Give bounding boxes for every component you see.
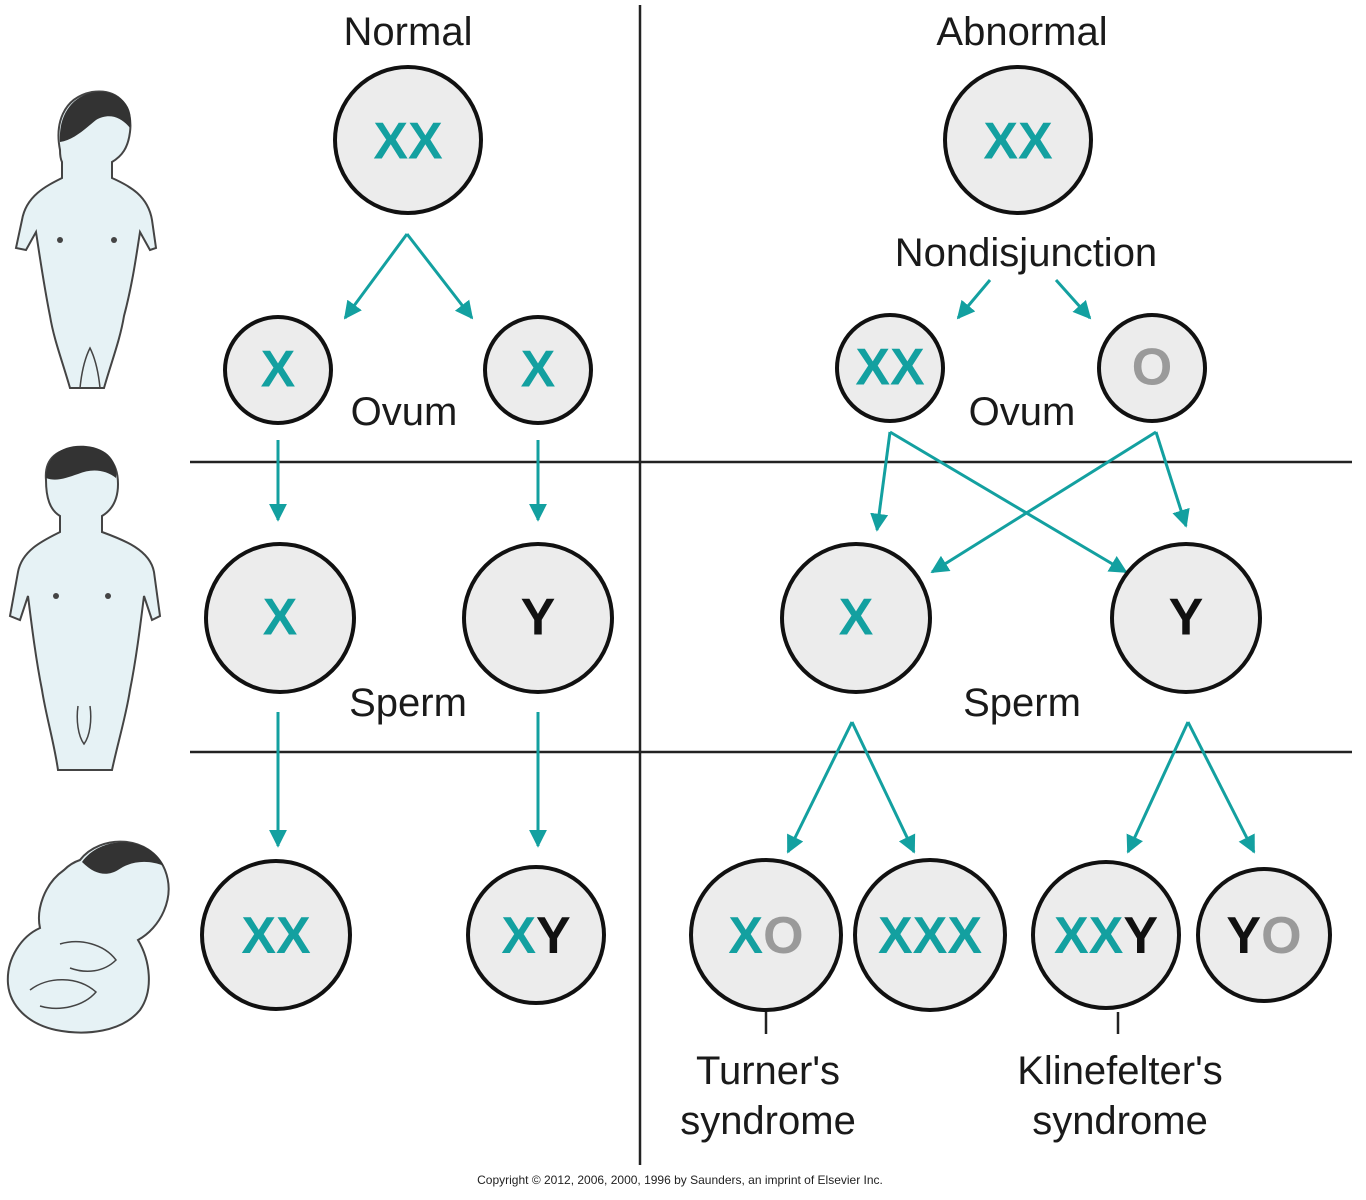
turner-label-line2: syndrome <box>680 1099 856 1143</box>
normal-ovum-2-genotype: X <box>521 341 556 399</box>
abnormal-child-xxy-cell <box>1031 860 1181 1010</box>
abnormal-arrows <box>786 278 1256 854</box>
female-figure-icon <box>14 90 158 389</box>
normal-sperm-x-cell <box>204 542 356 694</box>
normal-child-xy-cell <box>466 865 606 1005</box>
normal-arrows <box>269 233 547 848</box>
normal-child-xx-genotype: XX <box>241 907 311 965</box>
nondisjunction-label: Nondisjunction <box>895 231 1157 275</box>
normal-child-xy-part: Y <box>536 907 571 965</box>
abnormal-sperm-y-cell <box>1110 542 1262 694</box>
abnormal-child-xo-cell <box>689 858 843 1012</box>
normal-mother-cell <box>333 65 483 215</box>
normal-mother-part: XX <box>373 113 443 171</box>
normal-ovum-1-genotype: X <box>261 341 296 399</box>
normal-ovum-2-part: X <box>521 341 556 399</box>
abnormal-child-xxy-part: XX <box>1054 907 1124 965</box>
normal-child-xx-part: XX <box>241 907 311 965</box>
abnormal-mother-cell <box>943 65 1093 215</box>
abnormal-ovum-o-genotype: O <box>1132 339 1172 397</box>
sperm-label-left: Sperm <box>349 681 467 725</box>
abnormal-sperm-x-genotype: X <box>839 589 874 647</box>
normal-sperm-y-part: Y <box>521 589 556 647</box>
abnormal-child-xo-genotype: XO <box>728 907 803 965</box>
abnormal-ovum-xx-part: XX <box>855 339 925 397</box>
abnormal-sperm-y-part: Y <box>1169 589 1204 647</box>
abnormal-ovum-o-part: O <box>1132 339 1172 397</box>
normal-child-xy-genotype: XY <box>501 907 570 965</box>
abnormal-sperm-x-part: X <box>839 589 874 647</box>
abnormal-mother-part: XX <box>983 113 1053 171</box>
normal-ovum-1-part: X <box>261 341 296 399</box>
abnormal-child-xo-part: X <box>728 907 763 965</box>
male-figure-icon <box>8 445 162 771</box>
sperm-label-right: Sperm <box>963 681 1081 725</box>
normal-child-xx-cell <box>200 859 352 1011</box>
abnormal-child-yo-part: O <box>1261 907 1301 965</box>
abnormal-mother-genotype: XX <box>983 113 1053 171</box>
abnormal-ovum-xx-genotype: XX <box>855 339 925 397</box>
abnormal-child-xxy-genotype: XXY <box>1054 907 1158 965</box>
normal-mother-genotype: XX <box>373 113 443 171</box>
abnormal-child-yo-cell <box>1196 867 1332 1003</box>
normal-sperm-x-genotype: X <box>263 589 298 647</box>
normal-sperm-y-cell <box>462 542 614 694</box>
ovum-label-right: Ovum <box>969 390 1076 434</box>
abnormal-child-yo-genotype: YO <box>1226 907 1301 965</box>
abnormal-ovum-xx-cell <box>835 313 945 423</box>
abnormal-child-xo-part: O <box>763 907 803 965</box>
copyright-notice: Copyright © 2012, 2006, 2000, 1996 by Sa… <box>477 1173 883 1187</box>
klinefelter-label-line1: Klinefelter's <box>1017 1049 1223 1093</box>
normal-sperm-x-part: X <box>263 589 298 647</box>
abnormal-child-xxx-genotype: XXX <box>878 907 982 965</box>
baby-figure-icon <box>6 840 170 1034</box>
abnormal-sperm-y-genotype: Y <box>1169 589 1204 647</box>
turner-label-line1: Turner's <box>696 1049 840 1093</box>
klinefelter-label-line2: syndrome <box>1032 1099 1208 1143</box>
normal-ovum-2-cell <box>483 315 593 425</box>
abnormal-ovum-o-cell <box>1097 313 1207 423</box>
normal-header: Normal <box>344 10 473 54</box>
ovum-label-left: Ovum <box>351 390 458 434</box>
abnormal-header: Abnormal <box>936 10 1107 54</box>
normal-sperm-y-genotype: Y <box>521 589 556 647</box>
abnormal-sperm-x-cell <box>780 542 932 694</box>
abnormal-child-xxx-part: XXX <box>878 907 982 965</box>
normal-ovum-1-cell <box>223 315 333 425</box>
normal-child-xy-part: X <box>501 907 536 965</box>
abnormal-child-xxx-cell <box>853 858 1007 1012</box>
abnormal-child-xxy-part: Y <box>1123 907 1158 965</box>
abnormal-child-yo-part: Y <box>1226 907 1261 965</box>
